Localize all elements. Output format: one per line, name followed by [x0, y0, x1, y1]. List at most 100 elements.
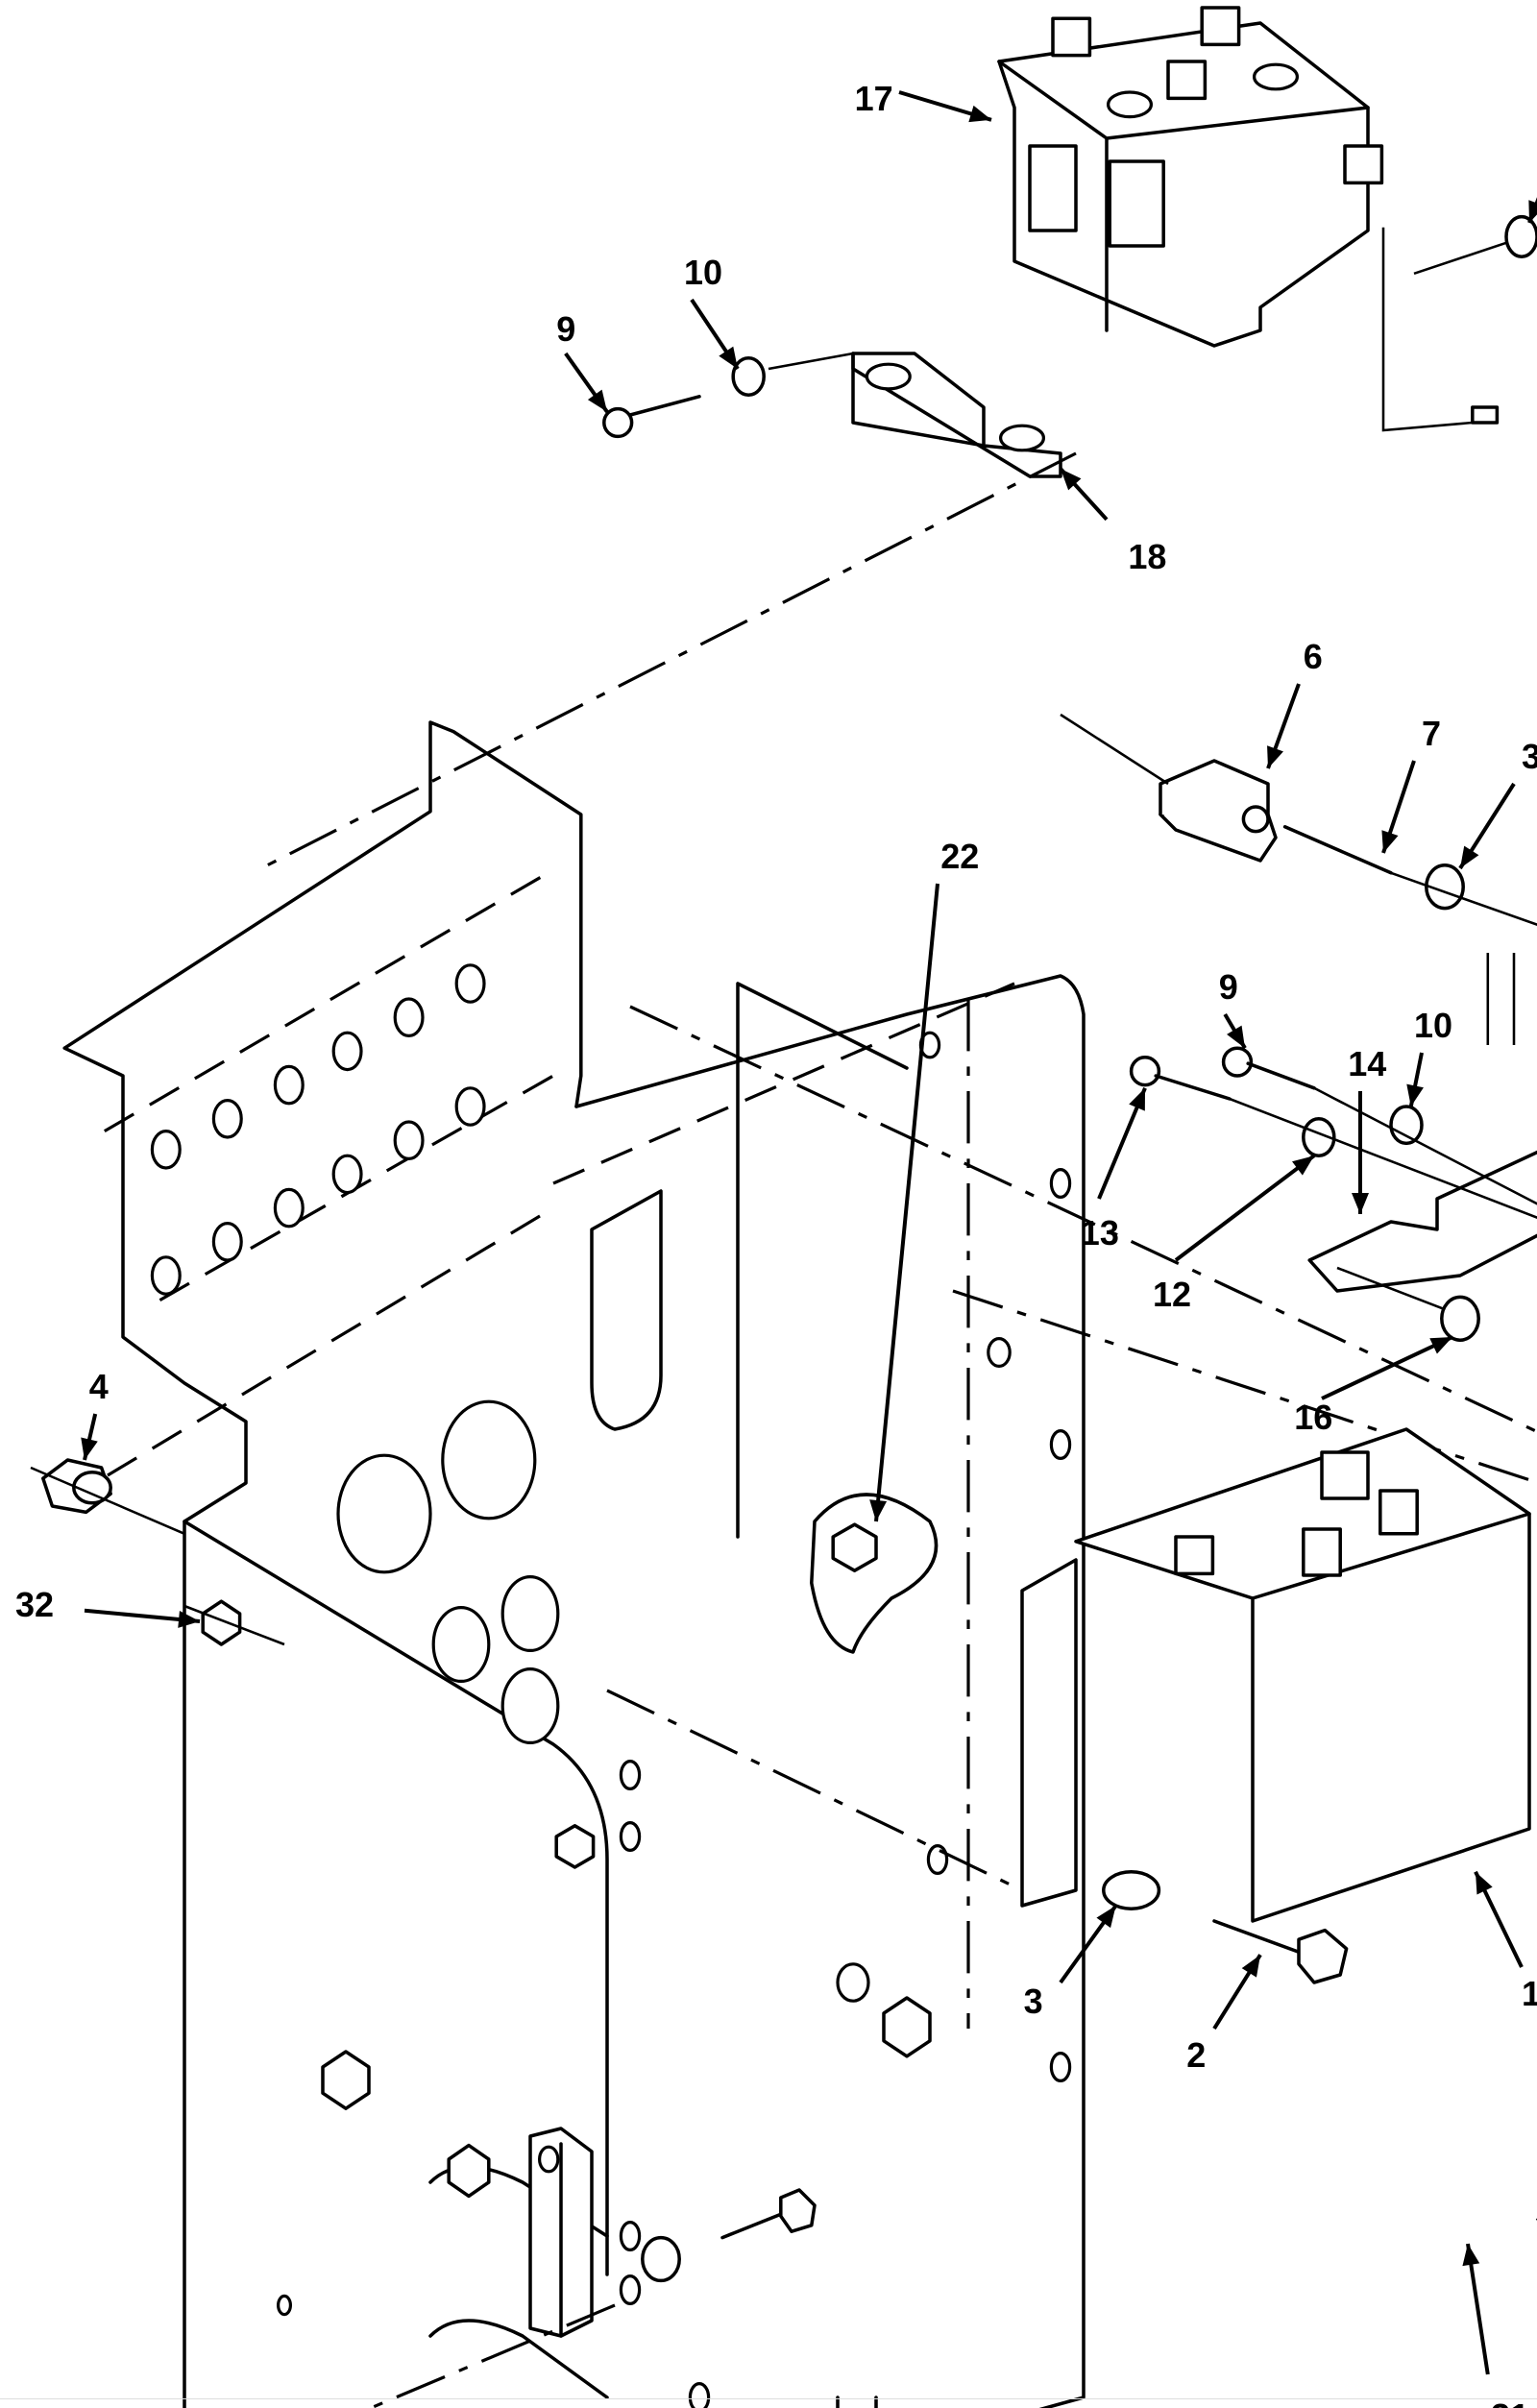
- callout-number: 6: [1304, 637, 1323, 676]
- flange-holes: [150, 963, 560, 1745]
- callout-layer: 1715163810918376735333436225910141312816…: [15, 79, 1537, 2408]
- arrowhead-icon: [1476, 1871, 1493, 1895]
- callout-32: 32: [15, 1585, 201, 1628]
- washer-16-mid: [1440, 1295, 1480, 1342]
- callout-17: 17: [855, 79, 992, 123]
- contactor-17: [997, 6, 1384, 348]
- callout-10b: 10: [1406, 1006, 1452, 1107]
- callout-9b: 9: [1219, 967, 1247, 1050]
- callout-number: 14: [1348, 1044, 1386, 1083]
- bolt-2: [1212, 1919, 1349, 1984]
- screw-30: [720, 2188, 817, 2240]
- callout-number: 17: [855, 79, 893, 118]
- callout-7: 7: [1381, 714, 1441, 854]
- arrowhead-icon: [719, 346, 738, 369]
- lock-washer-35: [1425, 863, 1465, 911]
- callout-arrow: [1466, 2243, 1490, 2375]
- callout-arrow: [1174, 1154, 1316, 1262]
- washer-10-mid: [1389, 1105, 1424, 1146]
- washer-12: [1302, 1117, 1336, 1157]
- callout-number: 35: [1522, 737, 1537, 776]
- insulator-6: [1159, 759, 1278, 863]
- screw-13: [1129, 1056, 1232, 1101]
- callout-number: 32: [15, 1585, 54, 1624]
- callout-16b: 16: [1294, 1335, 1453, 1437]
- resistor-29: [528, 2127, 594, 2338]
- callout-number: 10: [1414, 1006, 1452, 1045]
- callout-18: 18: [1059, 467, 1166, 576]
- callout-4: 4: [81, 1367, 109, 1461]
- callout-number: 9: [556, 309, 575, 349]
- callout-6: 6: [1266, 637, 1323, 769]
- arrowhead-icon: [1528, 200, 1537, 223]
- nut-32: [201, 1599, 242, 1646]
- callout-number: 4: [89, 1367, 109, 1406]
- arrowhead-icon: [1381, 830, 1399, 853]
- centerline: [629, 1005, 1537, 1434]
- screw-9-mid: [1221, 1046, 1316, 1090]
- callout-number: 31: [1491, 2396, 1529, 2408]
- bracket-14: [1307, 1150, 1537, 1293]
- arrowhead-icon: [1227, 1025, 1245, 1049]
- callout-number: 9: [1219, 967, 1238, 1007]
- arrowhead-icon: [869, 1499, 888, 1521]
- callout-10a: 10: [684, 253, 740, 371]
- arrowhead-icon: [81, 1437, 98, 1460]
- mounting-plate: [810, 1493, 939, 1654]
- callout-number: 7: [1422, 714, 1441, 753]
- callout-14: 14: [1348, 1044, 1386, 1214]
- callout-number: 12: [1153, 1275, 1191, 1314]
- arrowhead-icon: [587, 389, 607, 412]
- panel-small-holes: [277, 1031, 1072, 2408]
- bracket-18: [851, 352, 1062, 478]
- callout-number: 16: [1294, 1398, 1332, 1437]
- arrowhead-icon: [1241, 1955, 1260, 1978]
- callout-1: 1: [1474, 1870, 1537, 2013]
- controller-1: [1020, 1427, 1531, 1923]
- callout-number: 22: [940, 837, 979, 876]
- callout-number: 13: [1081, 1213, 1119, 1253]
- callout-number: 2: [1186, 2035, 1206, 2075]
- artwork: [30, 6, 1537, 2408]
- arrowhead-icon: [1352, 1193, 1369, 1214]
- centerline: [606, 1689, 1023, 1892]
- arrowhead-icon: [1061, 469, 1082, 491]
- callout-16a: 16: [1527, 197, 1537, 224]
- callout-9a: 9: [556, 309, 609, 413]
- main-panel-right: [552, 974, 1086, 2408]
- arrowhead-icon: [1292, 1155, 1314, 1176]
- callout-35: 35: [1458, 737, 1537, 870]
- arrowhead-icon: [1406, 1083, 1424, 1107]
- callout-31: 31: [1462, 2243, 1529, 2408]
- centerline: [260, 451, 1077, 870]
- callout-arrow: [874, 883, 939, 1522]
- arrowhead-icon: [178, 1610, 200, 1628]
- arrowhead-icon: [1129, 1087, 1145, 1111]
- callout-number: 10: [684, 253, 722, 292]
- bottom-border: [0, 2398, 1537, 2399]
- harness-37: [1381, 227, 1500, 432]
- washer-31: [641, 2235, 681, 2283]
- callout-3: 3: [1024, 1904, 1118, 2021]
- callout-22: 22: [869, 837, 979, 1522]
- callout-number: 18: [1128, 537, 1166, 576]
- washer-3: [1102, 1870, 1161, 1910]
- washer-10-top: [731, 356, 766, 397]
- arrowhead-icon: [1462, 2244, 1480, 2267]
- callout-number: 1: [1522, 1974, 1537, 2013]
- stud-7: [1282, 825, 1393, 875]
- callout-12: 12: [1153, 1154, 1316, 1314]
- arrowhead-icon: [968, 105, 991, 123]
- callout-13: 13: [1081, 1087, 1147, 1253]
- arrowhead-icon: [1429, 1337, 1452, 1354]
- panel-nuts: [321, 1522, 932, 2199]
- arrowhead-icon: [1460, 845, 1479, 868]
- callout-number: 3: [1024, 1982, 1043, 2021]
- callout-2: 2: [1186, 1954, 1262, 2075]
- nut-4: [41, 1458, 112, 1515]
- screw-9-top: [602, 395, 701, 439]
- main-panel-left: [62, 720, 609, 2408]
- arrowhead-icon: [1096, 1906, 1116, 1929]
